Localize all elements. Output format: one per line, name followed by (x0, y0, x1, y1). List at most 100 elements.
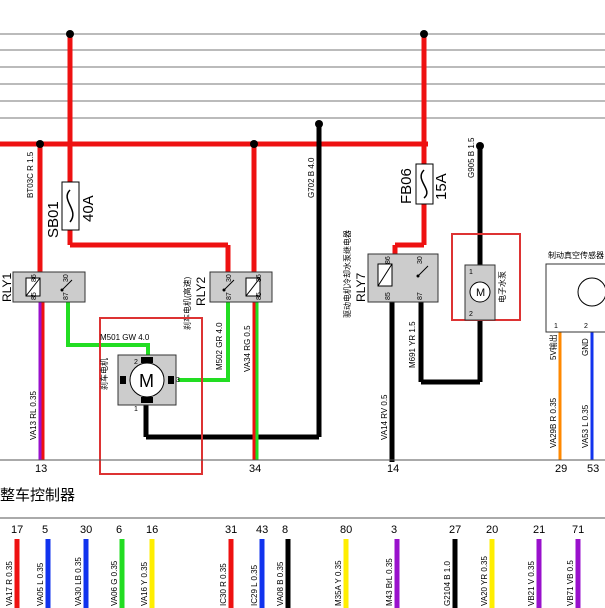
brake-motor-caption: 刹车电机 (99, 358, 109, 390)
rly1-pin-c: 85 (31, 292, 38, 300)
controller-wire-label-5: VA05 L 0.35 (36, 562, 45, 606)
water-pump: M 1 2 电子水泵 (451, 233, 521, 321)
wire-sens-gnd: GND (581, 338, 590, 356)
controller-wire-label-21: VB21 V 0.35 (527, 561, 536, 606)
rly7-caption: 驱动电机冷却水泵继电器 (342, 230, 352, 318)
pump-caption: 电子水泵 (497, 271, 507, 303)
junction-dots (36, 30, 484, 150)
lower-pin-6: 6 (116, 524, 122, 536)
lower-pin-30: 30 (80, 524, 92, 536)
controller-wire-label-8: VA08 B 0.35 (276, 561, 285, 606)
rly7-pin-a: 86 (385, 256, 392, 264)
sensor-pin-a: 1 (554, 323, 558, 330)
green-wires (66, 302, 230, 382)
upper-pin-14: 14 (387, 463, 399, 475)
relay-rly7: 86 30 85 87 RLY7 驱动电机冷却水泵继电器 (342, 230, 439, 318)
rly2-pin-c: 87 (226, 292, 233, 300)
lower-pin-16: 16 (146, 524, 158, 536)
rly2-name: RLY2 (194, 277, 208, 306)
brake-motor-pin-c: 1 (134, 406, 138, 413)
controller-wire-label-30: VA30 LB 0.35 (74, 557, 83, 606)
wire-m691: M691 YR 1.5 (408, 321, 417, 368)
wire-bt03c: BT03C R 1.5 (26, 151, 35, 198)
rly1-pin-b: 30 (63, 274, 70, 282)
brake-motor-label: M (139, 371, 154, 391)
fuse-fb06: FB06 15A (398, 163, 450, 205)
upper-pin-13: 13 (35, 463, 47, 475)
controller-wire-label-20: VA20 YR 0.35 (480, 555, 489, 606)
wire-va53: VA53 L 0.35 (581, 404, 590, 448)
rly7-pin-d: 87 (417, 292, 424, 300)
lower-pin-43: 43 (256, 524, 268, 536)
rly2-caption: 刹车电机(高速) (182, 276, 192, 330)
controller-title: 整车控制器 (0, 486, 75, 504)
lower-pin-71: 71 (572, 524, 584, 536)
rly7-pin-b: 30 (417, 256, 424, 264)
upper-pin-29: 29 (555, 463, 567, 475)
wire-va34: VA34 RG 0.5 (243, 325, 252, 372)
lower-pin-31: 31 (225, 524, 237, 536)
lower-pin-5: 5 (42, 524, 48, 536)
sensor-caption: 制动真空传感器 (548, 250, 604, 260)
lower-pin-17: 17 (11, 524, 23, 536)
fuse-sb01: SB01 40A (45, 181, 97, 238)
controller-wire-label-80: M35A Y 0.35 (334, 560, 343, 606)
pump-label: M (476, 287, 485, 299)
fuse-fb06-name: FB06 (398, 168, 415, 204)
upper-pin-53: 53 (587, 463, 599, 475)
wire-m501: M501 GW 4.0 (100, 333, 150, 342)
fuse-fb06-rating: 15A (433, 173, 450, 200)
wire-g702: G702 B 4.0 (307, 157, 316, 198)
wire-labels: BT03C R 1.5 G702 B 4.0 G905 B 1.5 M501 G… (26, 137, 590, 448)
rly2-pin-d: 85 (256, 292, 263, 300)
wire-va14: VA14 RV 0.5 (380, 394, 389, 440)
rly1-pin-d: 87 (63, 292, 70, 300)
relay-rly2: 30 86 87 85 RLY2 刹车电机(高速) (182, 271, 273, 330)
controller-wire-label-43: IC29 L 0.35 (250, 564, 259, 606)
red-wires (0, 34, 428, 272)
controller-wire-label-16: VA16 Y 0.35 (140, 561, 149, 606)
vacuum-sensor: 1 2 制动真空传感器 (545, 250, 605, 333)
brake-motor-pin-a: 2 (134, 359, 138, 366)
rly2-pin-a: 30 (226, 274, 233, 282)
rly2-pin-b: 86 (256, 274, 263, 282)
upper-pin-34: 34 (249, 463, 261, 475)
fuse-sb01-rating: 40A (80, 195, 97, 222)
wire-g905: G905 B 1.5 (467, 137, 476, 178)
lower-pin-8: 8 (282, 524, 288, 536)
upper-pin-numbers: 13 34 14 29 53 (35, 463, 599, 475)
upper-stub-wires (38, 302, 594, 460)
lower-pin-80: 80 (340, 524, 352, 536)
lower-pin-21: 21 (533, 524, 545, 536)
relay-rly1: 86 30 85 87 RLY1 (0, 271, 86, 303)
pump-pin-a: 1 (469, 269, 473, 276)
bus-lines (0, 33, 605, 119)
brake-motor-pin-b: 3 (176, 377, 180, 384)
pump-pin-b: 2 (469, 311, 473, 318)
sensor-pin-b: 2 (584, 323, 588, 330)
wire-va13: VA13 RL 0.35 (29, 391, 38, 440)
controller-wire-label-6: VA06 G 0.35 (110, 560, 119, 606)
vehicle-controller: 整车控制器 13 34 14 29 53 17 5 30 6 16 31 43 8 80 3 27 20 21 7… (0, 459, 605, 536)
controller-wires: VA17 R 0.35 VA05 L 0.35 VA30 LB 0.35 VA06 G… (5, 539, 581, 608)
lower-pin-20: 20 (486, 524, 498, 536)
controller-wire-label-27: G2104 B 1.0 (443, 561, 452, 606)
controller-wire-label-31: IC30 R 0.35 (219, 563, 228, 606)
fuse-sb01-name: SB01 (45, 201, 62, 238)
wire-va29: VA29B R 0.35 (549, 397, 558, 448)
lower-pins: 17 5 30 6 16 31 43 8 80 3 27 20 21 71 (11, 524, 584, 536)
black-wires (143, 124, 483, 462)
controller-wire-label-71: VB71 VB 0.5 (566, 560, 575, 606)
wire-m502: M502 GR 4.0 (215, 322, 224, 370)
lower-pin-27: 27 (449, 524, 461, 536)
rly1-pin-a: 86 (31, 274, 38, 282)
rly1-name: RLY1 (0, 273, 14, 302)
rly7-name: RLY7 (354, 273, 368, 302)
controller-wire-label-3: M43 BrL 0.35 (385, 558, 394, 606)
controller-wire-label-17: VA17 R 0.35 (5, 561, 14, 606)
lower-pin-3: 3 (391, 524, 397, 536)
brake-motor: M 2 3 1 刹车电机 (99, 317, 203, 475)
wire-sens-left: 5V输出 (548, 334, 558, 360)
rly7-pin-c: 85 (385, 292, 392, 300)
